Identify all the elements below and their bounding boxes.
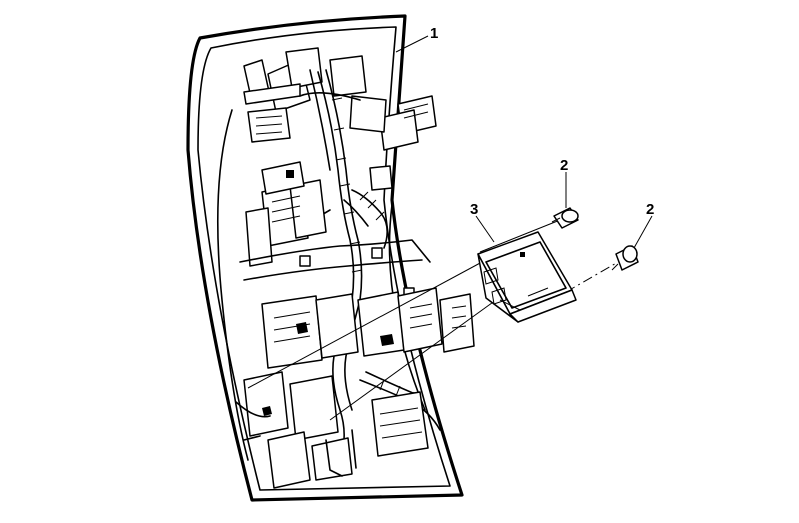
screw-lower [611,245,639,271]
upper-harness-brackets [243,47,437,151]
projection-lines [247,219,619,421]
middle-connectors [239,161,431,299]
housing-bezel [186,14,464,502]
lower-switch-assembly [235,287,475,489]
callout-leaders [395,35,653,249]
callout-2b: 2 [646,201,654,218]
callout-1: 1 [430,25,438,42]
electronic-module [477,231,577,323]
callout-2a: 2 [560,157,568,174]
screw-upper [551,207,579,229]
callout-3: 3 [470,201,478,218]
